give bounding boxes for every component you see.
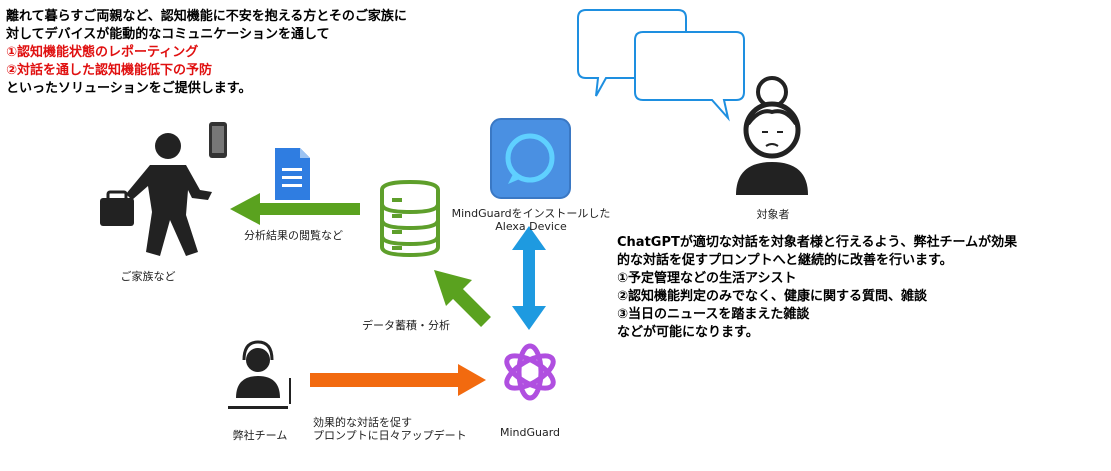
prompt-update-label: 効果的な対話を促す プロンプトに日々アップデート — [313, 416, 467, 442]
description-line-1: ChatGPTが適切な対話を対象者様と行えるよう、弊社チームが効果 — [617, 235, 1018, 250]
support-agent-icon — [228, 340, 291, 409]
intro-line-5: といったソリューションをご提供します。 — [6, 81, 252, 96]
subject-label: 対象者 — [756, 208, 790, 221]
businessman-icon — [100, 133, 212, 256]
description-line-6: などが可能になります。 — [617, 325, 759, 340]
document-icon — [275, 148, 310, 200]
description-line-4: ②認知機能判定のみでなく、健康に関する質問、雑談 — [617, 289, 928, 304]
database-icon — [380, 179, 440, 258]
orange-arrow — [310, 364, 486, 396]
view-results-label: 分析結果の閲覧など — [244, 229, 343, 242]
description-text: ChatGPTが適切な対話を対象者様と行えるよう、弊社チームが効果 的な対話を促… — [617, 234, 1107, 342]
description-line-3: ①予定管理などの生活アシスト — [617, 271, 797, 286]
openai-icon — [504, 343, 556, 401]
intro-line-1: 離れて暮らすご両親など、認知機能に不安を抱える方とそのご家族に — [6, 9, 407, 24]
description-line-2: 的な対話を促すプロンプトへと継続的に改善を行います。 — [617, 253, 953, 268]
chat-bubbles-icon — [577, 9, 745, 122]
alexa-icon — [490, 118, 571, 199]
team-label: 弊社チーム — [232, 429, 288, 442]
green-arrow-left — [230, 193, 360, 225]
elderly-woman-icon — [736, 76, 808, 195]
device-label: MindGuardをインストールした Alexa Device — [451, 207, 611, 233]
family-label: ご家族など — [120, 270, 176, 283]
intro-point-2: ②対話を通した認知機能低下の予防 — [6, 63, 213, 78]
smartphone-icon — [209, 122, 227, 158]
intro-line-2: 対してデバイスが能動的なコミュニケーションを通して — [6, 27, 330, 42]
description-line-5: ③当日のニュースを踏まえた雑談 — [617, 307, 810, 322]
data-analysis-label: データ蓄積・分析 — [362, 319, 450, 332]
intro-point-1: ①認知機能状態のレポーティング — [6, 45, 199, 60]
mindguard-label: MindGuard — [499, 426, 561, 439]
blue-double-arrow — [512, 226, 546, 330]
green-arrow-diagonal — [434, 270, 491, 327]
intro-text: 離れて暮らすご両親など、認知機能に不安を抱える方とそのご家族に 対してデバイスが… — [6, 8, 566, 98]
